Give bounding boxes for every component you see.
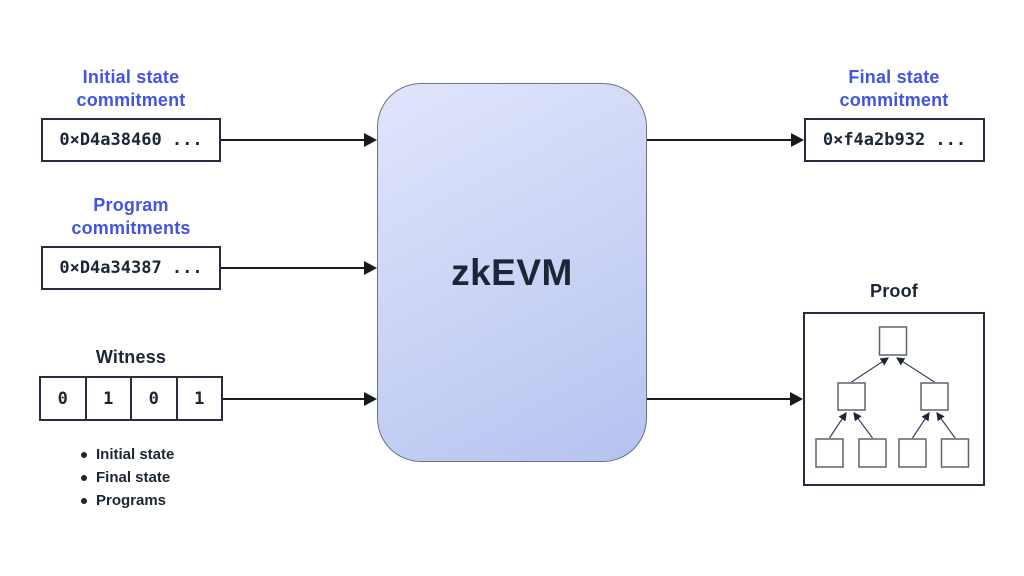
witness-bullet-label: Initial state	[96, 446, 175, 463]
arrow-line	[647, 138, 793, 142]
program-commitments-box: 0×D4a34387 ...	[41, 246, 221, 290]
arrow-line	[221, 266, 366, 270]
program-heading-line2: commitments	[71, 218, 191, 238]
witness-bullet-item: Final state	[81, 466, 174, 489]
arrow-head-icon	[790, 392, 803, 406]
merkle-root-node	[878, 326, 908, 356]
arrow-head-icon	[364, 133, 377, 147]
merkle-leaf-node	[858, 438, 887, 468]
merkle-tree-diagram	[815, 326, 970, 468]
witness-bullet-item: Programs	[81, 489, 174, 512]
arrow-program-to-zkevm	[221, 261, 377, 275]
program-commitments-value: 0×D4a34387 ...	[59, 258, 203, 278]
arrow-head-icon	[364, 261, 377, 275]
program-commitments-heading: Program commitments	[16, 194, 246, 240]
program-heading-line1: Program	[93, 195, 169, 215]
merkle-leaf-node	[898, 438, 927, 468]
final-state-heading-line2: commitment	[839, 90, 949, 110]
witness-bullet-label: Programs	[96, 492, 167, 509]
witness-heading: Witness	[16, 346, 246, 369]
zkevm-block: zkEVM	[377, 83, 647, 462]
bullet-dot-icon	[81, 474, 87, 481]
merkle-tree-nodes	[815, 326, 970, 468]
proof-heading: Proof	[779, 280, 1009, 303]
initial-state-heading-line2: commitment	[76, 90, 186, 110]
initial-state-heading-line1: Initial state	[82, 67, 180, 87]
witness-bullet-list: Initial state Final state Programs	[81, 443, 174, 512]
merkle-mid-node	[920, 382, 949, 411]
witness-bits-box: 0 1 0 1	[39, 376, 223, 421]
witness-heading-text: Witness	[95, 347, 167, 367]
arrow-initial-state-to-zkevm	[221, 133, 377, 147]
final-state-heading-line1: Final state	[848, 67, 940, 87]
witness-bullet-item: Initial state	[81, 443, 174, 466]
arrow-line	[221, 138, 366, 142]
arrow-head-icon	[364, 392, 377, 406]
merkle-leaf-node	[940, 438, 970, 468]
witness-bit-cell: 1	[87, 378, 132, 419]
proof-heading-text: Proof	[870, 281, 918, 301]
arrow-zkevm-to-final-state	[647, 133, 804, 147]
proof-box	[803, 312, 985, 486]
zkevm-label: zkEVM	[451, 251, 573, 293]
arrow-head-icon	[791, 133, 804, 147]
merkle-leaf-node	[815, 438, 844, 468]
bullet-dot-icon	[81, 497, 87, 504]
final-state-commitment-heading: Final state commitment	[779, 66, 1009, 112]
witness-bit-cell: 1	[194, 388, 205, 409]
arrow-line	[647, 397, 792, 401]
initial-state-commitment-heading: Initial state commitment	[16, 66, 246, 112]
initial-state-commitment-box: 0×D4a38460 ...	[41, 118, 221, 162]
arrow-witness-to-zkevm	[223, 392, 377, 406]
witness-bullet-label: Final state	[96, 469, 171, 486]
merkle-tree-edges	[828, 357, 956, 439]
initial-state-commitment-value: 0×D4a38460 ...	[59, 130, 203, 150]
arrow-line	[223, 397, 366, 401]
bullet-dot-icon	[81, 451, 87, 458]
arrow-zkevm-to-proof	[647, 392, 803, 406]
merkle-mid-node	[837, 382, 866, 411]
witness-bit-cell: 0	[132, 378, 178, 419]
witness-bit-cell: 0	[41, 378, 87, 419]
final-state-commitment-box: 0×f4a2b932 ...	[804, 118, 985, 162]
final-state-commitment-value: 0×f4a2b932 ...	[822, 130, 967, 150]
